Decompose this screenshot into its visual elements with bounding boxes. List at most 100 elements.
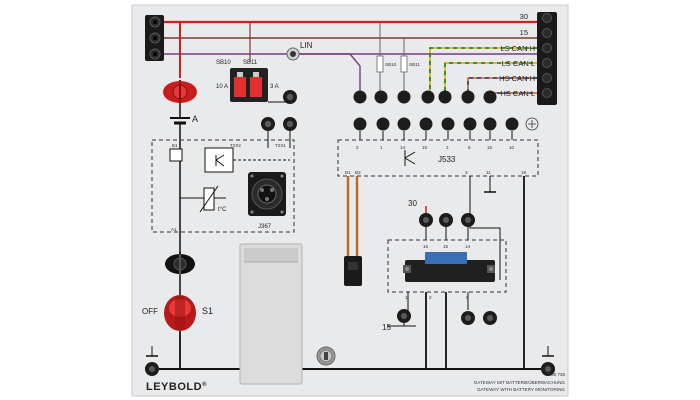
switch-s1-state: OFF (142, 307, 158, 316)
j533-bottom-pin-b2: B2 (355, 170, 361, 175)
relay-top-pin-labels: 16 15 14 (423, 244, 471, 249)
connector-j367[interactable] (248, 172, 286, 216)
j533-top-socket-5[interactable] (438, 90, 452, 104)
key-switch[interactable] (316, 346, 336, 366)
right-terminal-hs-can-l[interactable] (542, 88, 552, 98)
j533-bottom-pin-19: 19 (521, 170, 527, 175)
bus-label-15: 15 (520, 28, 528, 37)
orange-wires (346, 176, 359, 258)
caption-en: GATEWAY WITH BATTERY MONITORING (477, 387, 565, 392)
j533-pin-socket-8[interactable] (505, 117, 519, 131)
relay-top-pin-14: 14 (465, 244, 471, 249)
j533-top-pin-6: 6 (468, 145, 471, 150)
caption-de: GATEWAY MIT BATTERIEÜBERWACHUNG (474, 379, 566, 385)
right-terminal-ls-can-l[interactable] (542, 58, 552, 68)
j533-top-pin-5: 2 (446, 145, 449, 150)
diagnostic-icon (525, 117, 539, 131)
j533-bottom-pin-b1: B1 (345, 170, 351, 175)
bus-label-hs-can-l: HS CAN L (500, 89, 535, 98)
j533-pin-socket-5[interactable] (441, 117, 455, 131)
j533-top-socket-1[interactable] (353, 90, 367, 104)
right-terminal-hs-can-h[interactable] (542, 73, 552, 83)
ground-socket-left[interactable] (145, 362, 159, 376)
relay-top-pin-16: 16 (423, 244, 429, 249)
battery-symbol (170, 103, 190, 140)
bus-label-hs-can-h: HS CAN H (499, 74, 535, 83)
j533-bottom-pin-labels: B1 B2 3 11 19 (345, 170, 527, 175)
lin-label: LIN (300, 41, 313, 50)
left-terminal-strip (145, 15, 164, 61)
j533-top-socket-7[interactable] (483, 90, 497, 104)
j533-top-socket-6[interactable] (461, 90, 475, 104)
module-j533 (337, 90, 539, 177)
bus-label-ls-can-l: LS CAN L (502, 59, 535, 68)
j533-top-pin-1: 2 (356, 145, 359, 150)
j533-bottom-leads (469, 176, 525, 368)
switch-s1[interactable] (164, 295, 196, 331)
battery-sensor-box (151, 131, 295, 233)
fuse-holder-a-label: A (192, 114, 198, 124)
fuse-sb11-label: SB11 (243, 60, 258, 66)
j533-bottom-pin-3: 3 (465, 170, 468, 175)
right-terminal-15[interactable] (542, 28, 552, 38)
fuse-sb10-rating: 10 A (216, 84, 228, 90)
j533-top-socket-3[interactable] (397, 90, 411, 104)
relay-bottom-pin-1: 1 (405, 295, 408, 300)
ground-symbol-right (542, 346, 554, 357)
bus-label-ls-can-h: LS CAN H (500, 44, 535, 53)
j533-top-pin-8: 10 (509, 145, 515, 150)
fuse-out-sockets (261, 90, 297, 131)
ground-socket-right[interactable] (541, 362, 555, 376)
j533-top-socket-row (353, 90, 497, 104)
j533-top-pin-7: 16 (487, 145, 493, 150)
sensor-temp-label: t°C (218, 207, 227, 213)
battery-module (239, 243, 303, 385)
lin-socket[interactable] (286, 47, 300, 61)
sensor-pin-t2x2: T2X2 (230, 143, 241, 148)
fuse-sb10-label: SB10 (216, 60, 231, 66)
connector-j367-label: J367 (258, 224, 272, 230)
relay-bottom-pin-2: 2 (429, 295, 432, 300)
right-terminal-ls-can-h[interactable] (542, 43, 552, 53)
j533-top-socket-4[interactable] (421, 90, 435, 104)
sensor-pin-b1: B1 (172, 143, 178, 148)
fuse-sb11-rating: 3 A (270, 84, 279, 90)
j533-pin-socket-6[interactable] (463, 117, 477, 131)
j533-top-pin-2: 1 (380, 145, 383, 150)
j533-top-pin-4: 15 (422, 145, 428, 150)
fuse-block (230, 68, 268, 102)
relay-input-30: 30 (408, 199, 417, 208)
j533-top-pin-labels: 2 1 14 15 2 6 16 10 (356, 145, 515, 150)
j533-bottom-pin-11: 11 (486, 170, 491, 175)
j533-pin-socket-3[interactable] (397, 117, 411, 131)
bus-label-group: 30 15 LS CAN H LS CAN L HS CAN H HS CAN … (499, 12, 535, 98)
j533-pin-socket-7[interactable] (483, 117, 497, 131)
j533-pin-socket-row (353, 117, 519, 131)
switch-s1-label: S1 (202, 306, 213, 316)
ground-symbol-left (146, 346, 158, 357)
battery-rotary-knob[interactable] (163, 80, 197, 103)
j533-pin-socket-4[interactable] (419, 117, 433, 131)
right-terminal-strip (537, 12, 557, 105)
model-number: 738 736 (548, 372, 565, 377)
fuse-sb10[interactable] (234, 77, 246, 97)
fuse-sb11-small-label: SB11 (409, 62, 420, 67)
j533-pin-socket-1[interactable] (353, 117, 367, 131)
relay-top-pin-15: 15 (443, 244, 449, 249)
bus-connector-plug[interactable] (344, 256, 362, 286)
relay-block (387, 206, 507, 368)
bus-lines (164, 20, 537, 97)
ground-rotary-knob[interactable] (165, 252, 195, 276)
relay-bottom-pin-labels: 1 2 6 (405, 295, 469, 300)
brand-name: LEYBOLD® (146, 381, 207, 393)
sensor-pin-a1: A1 (171, 227, 177, 232)
module-j533-label: J533 (438, 155, 456, 164)
fuse-sb11[interactable] (250, 77, 262, 97)
sensor-pin-t2x1: T2X1 (275, 143, 286, 148)
terminal-15-label: 15 (382, 323, 391, 332)
bus-label-30: 30 (520, 12, 528, 21)
j533-top-socket-2[interactable] (374, 90, 388, 104)
fuse-sb10-small-label: SB10 (385, 62, 397, 67)
j533-pin-socket-2[interactable] (376, 117, 390, 131)
right-terminal-30[interactable] (542, 13, 552, 23)
